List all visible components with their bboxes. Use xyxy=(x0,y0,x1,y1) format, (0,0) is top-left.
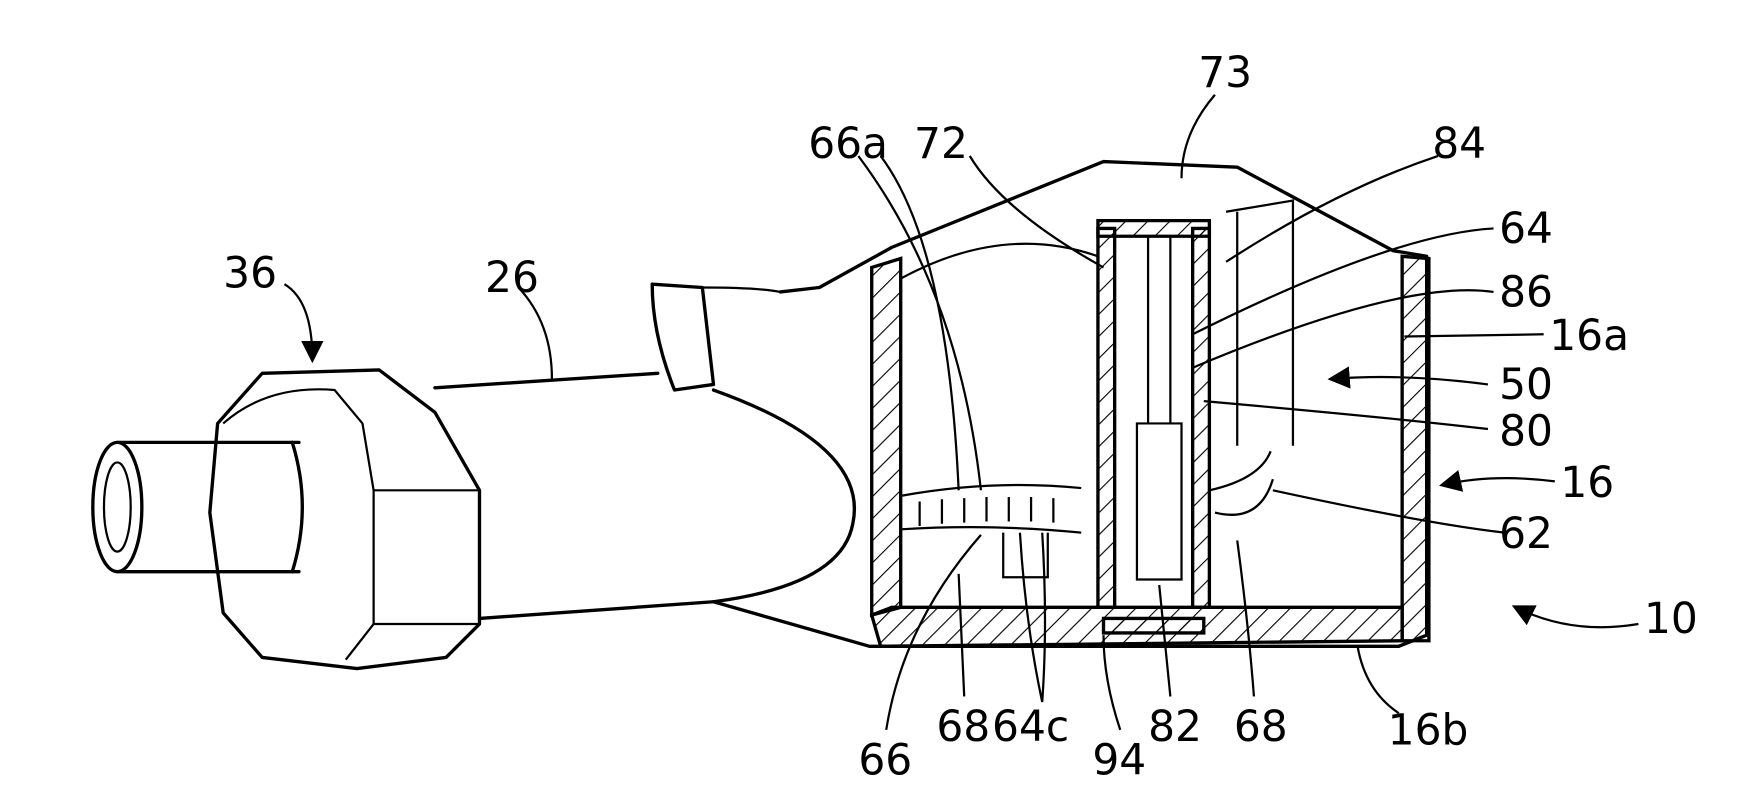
label-62: 62 xyxy=(1499,509,1553,558)
wall-left xyxy=(870,256,903,618)
plunger-82 xyxy=(1135,422,1183,581)
label-16b: 16b xyxy=(1388,705,1469,754)
wall-16a xyxy=(1400,254,1431,643)
label-80: 80 xyxy=(1499,407,1553,456)
label-66: 66 xyxy=(858,735,912,784)
seal-94 xyxy=(1101,616,1206,635)
nozzle xyxy=(91,440,304,574)
label-86: 86 xyxy=(1499,267,1553,316)
stem-cap xyxy=(1096,218,1212,238)
label-66a: 66a xyxy=(808,119,888,168)
label-50: 50 xyxy=(1499,360,1553,409)
reference-labels: 73 66a 72 84 64 86 16a 50 80 16 62 10 16… xyxy=(223,48,1698,785)
label-10: 10 xyxy=(1644,594,1698,643)
label-36: 36 xyxy=(223,248,277,297)
label-94: 94 xyxy=(1092,735,1146,784)
cap-36 xyxy=(208,368,482,671)
label-73: 73 xyxy=(1198,48,1252,97)
leader-lines xyxy=(283,93,1639,731)
label-16: 16 xyxy=(1560,458,1614,507)
label-64: 64 xyxy=(1499,204,1553,253)
label-72: 72 xyxy=(914,119,968,168)
stem-right-wall xyxy=(1190,226,1212,609)
label-68-left: 68 xyxy=(936,702,990,751)
stem-left-wall xyxy=(1096,226,1117,609)
label-84: 84 xyxy=(1432,119,1486,168)
label-64c: 64c xyxy=(992,702,1069,751)
barrel-26 xyxy=(433,282,856,621)
label-68-right: 68 xyxy=(1234,702,1288,751)
label-26: 26 xyxy=(485,253,539,302)
label-16a: 16a xyxy=(1549,311,1629,360)
label-82: 82 xyxy=(1148,702,1202,751)
housing-16 xyxy=(711,159,1431,648)
